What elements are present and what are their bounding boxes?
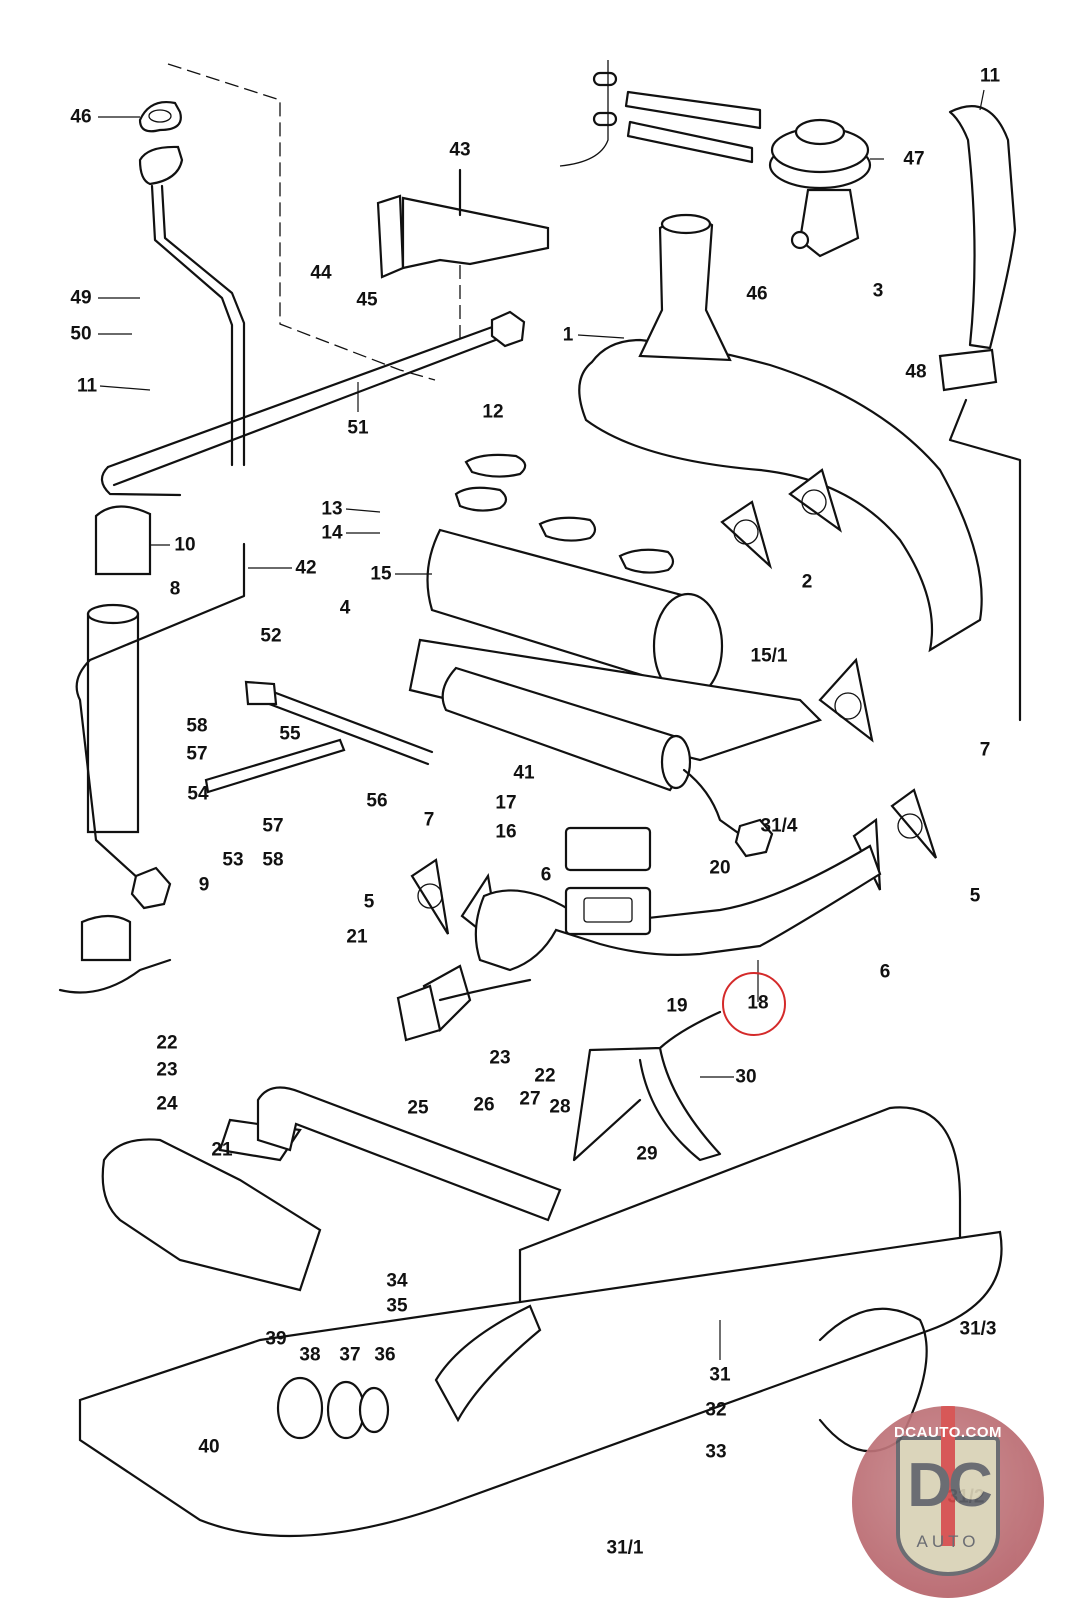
vacuum-hoses — [559, 60, 762, 167]
part-label-48[interactable]: 48 — [905, 361, 927, 383]
part-label-51[interactable]: 51 — [347, 417, 369, 439]
silencer-41 — [408, 638, 823, 858]
part-label-22b[interactable]: 22 — [534, 1065, 556, 1087]
part-label-11a[interactable]: 11 — [76, 375, 98, 397]
part-label-37[interactable]: 37 — [339, 1344, 361, 1366]
part-label-3[interactable]: 3 — [872, 280, 884, 302]
part-label-58a[interactable]: 58 — [186, 715, 208, 737]
part-label-41[interactable]: 41 — [513, 762, 535, 784]
part-label-20[interactable]: 20 — [709, 857, 731, 879]
part-label-43[interactable]: 43 — [449, 139, 471, 161]
part-label-31-3[interactable]: 31/3 — [959, 1318, 997, 1340]
heater-box-24 — [101, 1086, 562, 1292]
part-label-33[interactable]: 33 — [705, 1441, 727, 1463]
part-label-42[interactable]: 42 — [295, 557, 317, 579]
highlight-circle-part-18 — [722, 972, 786, 1036]
part-label-39[interactable]: 39 — [265, 1328, 287, 1350]
part-label-31-4[interactable]: 31/4 — [760, 815, 798, 837]
part-label-35[interactable]: 35 — [386, 1295, 408, 1317]
part-label-12[interactable]: 12 — [482, 401, 504, 423]
part-label-21a[interactable]: 21 — [346, 926, 368, 948]
part-label-46b[interactable]: 46 — [746, 283, 768, 305]
part-label-25[interactable]: 25 — [407, 1097, 429, 1119]
left-pipes — [58, 505, 246, 994]
bracket-43 — [376, 168, 550, 340]
part-label-27[interactable]: 27 — [519, 1088, 541, 1110]
part-label-23a[interactable]: 23 — [156, 1059, 178, 1081]
front-pipe-18 — [396, 826, 882, 1042]
valve-47 — [768, 118, 872, 258]
part-label-14[interactable]: 14 — [321, 522, 343, 544]
part-label-6a[interactable]: 6 — [540, 864, 552, 886]
part-label-16[interactable]: 16 — [495, 821, 517, 843]
part-label-10[interactable]: 10 — [174, 534, 196, 556]
part-label-15-1[interactable]: 15/1 — [750, 645, 788, 667]
part-label-54[interactable]: 54 — [187, 783, 209, 805]
part-label-45[interactable]: 45 — [356, 289, 378, 311]
part-label-17[interactable]: 17 — [495, 792, 517, 814]
part-label-2[interactable]: 2 — [801, 571, 813, 593]
part-label-5a[interactable]: 5 — [363, 891, 375, 913]
part-label-11b[interactable]: 11 — [979, 65, 1001, 87]
part-label-57a[interactable]: 57 — [186, 743, 208, 765]
part-label-29[interactable]: 29 — [636, 1143, 658, 1165]
part-label-24[interactable]: 24 — [156, 1093, 178, 1115]
part-label-13[interactable]: 13 — [321, 498, 343, 520]
part-label-6b[interactable]: 6 — [879, 961, 891, 983]
part-label-58b[interactable]: 58 — [262, 849, 284, 871]
part-label-31-1[interactable]: 31/1 — [606, 1537, 644, 1559]
part-label-30[interactable]: 30 — [735, 1066, 757, 1088]
part-label-57b[interactable]: 57 — [262, 815, 284, 837]
watermark-site-text: DCAUTO.COM — [893, 1424, 1003, 1441]
part-label-21b[interactable]: 21 — [211, 1139, 233, 1161]
part-label-56[interactable]: 56 — [366, 790, 388, 812]
part-label-22a[interactable]: 22 — [156, 1032, 178, 1054]
part-label-31[interactable]: 31 — [709, 1364, 731, 1386]
part-label-55[interactable]: 55 — [279, 723, 301, 745]
part-label-28[interactable]: 28 — [549, 1096, 571, 1118]
muffler-15 — [426, 453, 724, 700]
hose-11-right — [938, 105, 1022, 722]
part-label-7a[interactable]: 7 — [979, 739, 991, 761]
part-label-50[interactable]: 50 — [70, 323, 92, 345]
part-label-34[interactable]: 34 — [386, 1270, 408, 1292]
rear-silencer-31 — [78, 1106, 1003, 1538]
part-label-32[interactable]: 32 — [705, 1399, 727, 1421]
part-label-4[interactable]: 4 — [339, 597, 351, 619]
part-label-26[interactable]: 26 — [473, 1094, 495, 1116]
part-label-38[interactable]: 38 — [299, 1344, 321, 1366]
part-label-9[interactable]: 9 — [198, 874, 210, 896]
part-label-15[interactable]: 15 — [370, 563, 392, 585]
part-label-47[interactable]: 47 — [903, 148, 925, 170]
watermark-word: AUTO — [916, 1532, 980, 1551]
part-label-49[interactable]: 49 — [70, 287, 92, 309]
rod-and-strap — [204, 680, 434, 794]
part-label-53[interactable]: 53 — [222, 849, 244, 871]
part-label-46a[interactable]: 46 — [70, 106, 92, 128]
part-label-23b[interactable]: 23 — [489, 1047, 511, 1069]
part-label-5b[interactable]: 5 — [969, 885, 981, 907]
part-label-40[interactable]: 40 — [198, 1436, 220, 1458]
part-label-44[interactable]: 44 — [310, 262, 332, 284]
watermark-monogram: DC — [907, 1451, 993, 1520]
clamps-36-38 — [276, 1376, 390, 1440]
heater-pipe-assembly — [100, 63, 526, 497]
bracket-30 — [572, 1010, 722, 1162]
watermark-stripe — [941, 1406, 955, 1546]
part-label-8[interactable]: 8 — [169, 578, 181, 600]
heat-exchanger-1 — [578, 213, 983, 653]
part-label-36[interactable]: 36 — [374, 1344, 396, 1366]
dcauto-watermark-logo: DCAUTO.COM DC AUTO — [852, 1406, 1044, 1598]
part-label-1[interactable]: 1 — [562, 324, 574, 346]
part-label-7b[interactable]: 7 — [423, 809, 435, 831]
part-label-19[interactable]: 19 — [666, 995, 688, 1017]
part-label-52[interactable]: 52 — [260, 625, 282, 647]
